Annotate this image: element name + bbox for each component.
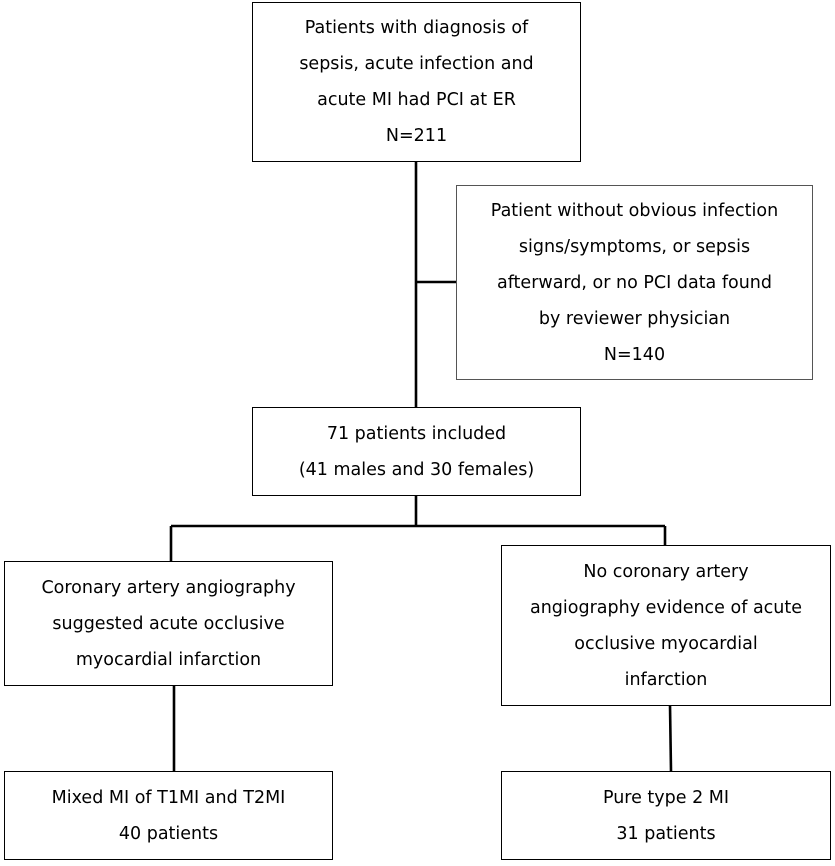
connector-right-outcome <box>668 704 673 772</box>
non-occlusive-line-3: occlusive myocardial <box>574 633 758 654</box>
excluded-box: Patient without obvious infection signs/… <box>456 185 813 380</box>
start-box: Patients with diagnosis of sepsis, acute… <box>252 2 581 162</box>
included-box: 71 patients included (41 males and 30 fe… <box>252 407 581 496</box>
pure-t2mi-count: 31 patients <box>616 823 716 844</box>
occlusive-line-3: myocardial infarction <box>75 649 262 670</box>
included-line-2: (41 males and 30 females) <box>298 459 535 480</box>
excluded-line-3: afterward, or no PCI data found <box>496 272 773 293</box>
mixed-mi-count: 40 patients <box>118 823 219 844</box>
excluded-line-4: by reviewer physician <box>538 308 731 329</box>
mixed-mi-box: Mixed MI of T1MI and T2MI 40 patients <box>4 771 333 860</box>
excluded-line-1: Patient without obvious infection <box>490 200 779 221</box>
occlusive-line-1: Coronary artery angiography <box>41 577 296 598</box>
non-occlusive-line-1: No coronary artery <box>583 561 749 582</box>
start-line-2: sepsis, acute infection and <box>299 54 534 74</box>
mixed-mi-line-1: Mixed MI of T1MI and T2MI <box>51 787 286 808</box>
non-occlusive-line-4: infarction <box>624 669 708 690</box>
non-occlusive-box: No coronary artery angiography evidence … <box>501 545 831 706</box>
excluded-line-2: signs/symptoms, or sepsis <box>518 236 751 257</box>
pure-t2mi-line-1: Pure type 2 MI <box>602 787 730 808</box>
start-line-1: Patients with diagnosis of <box>304 18 529 38</box>
pure-t2mi-box: Pure type 2 MI 31 patients <box>501 771 831 860</box>
included-line-1: 71 patients included <box>326 423 507 444</box>
non-occlusive-line-2: angiography evidence of acute <box>529 597 803 618</box>
start-line-3: acute MI had PCI at ER <box>317 90 516 110</box>
occlusive-line-2: suggested acute occlusive <box>52 613 285 634</box>
occlusive-box: Coronary artery angiography suggested ac… <box>4 561 333 686</box>
start-count: N=211 <box>385 126 448 146</box>
excluded-count: N=140 <box>603 344 666 365</box>
